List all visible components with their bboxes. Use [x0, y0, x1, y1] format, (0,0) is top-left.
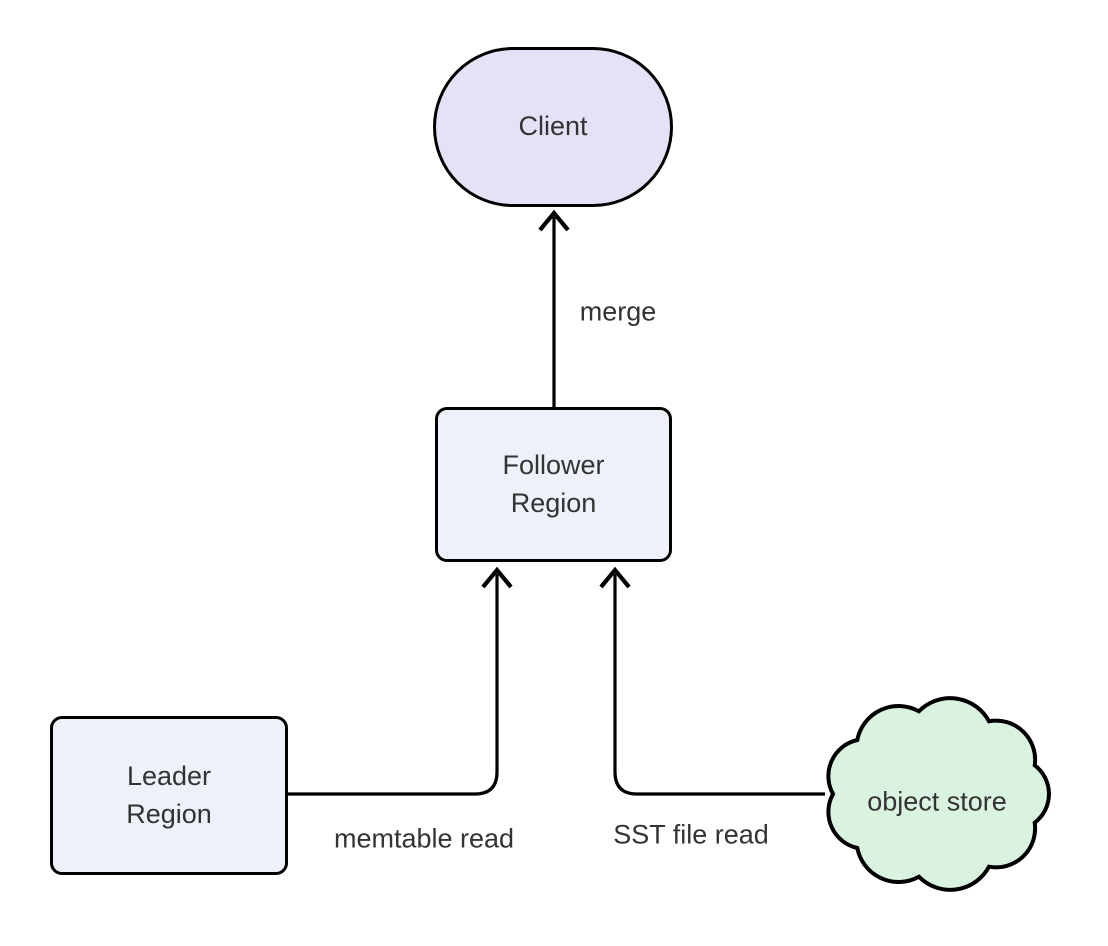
node-leader-region-label: Leader Region	[126, 760, 212, 829]
node-leader-region: Leader Region	[50, 716, 288, 875]
node-object-store-label: object store	[867, 786, 1007, 817]
node-follower-region: Follower Region	[435, 407, 672, 562]
edge-memtable-read	[288, 574, 499, 796]
arrowhead-sst-file-read-icon	[599, 566, 631, 589]
edge-sst-file-read	[613, 574, 825, 796]
node-client-label: Client	[518, 111, 588, 142]
object-store-cloud-icon	[826, 696, 1051, 892]
edge-label-merge: merge	[579, 296, 657, 327]
arrowhead-merge-icon	[538, 209, 570, 232]
node-client: Client	[433, 47, 673, 207]
edge-label-sst-file-read: SST file read	[613, 819, 769, 850]
edge-label-memtable-read: memtable read	[333, 823, 515, 854]
node-follower-region-label: Follower Region	[502, 449, 605, 518]
arrowhead-memtable-read-icon	[481, 566, 513, 589]
